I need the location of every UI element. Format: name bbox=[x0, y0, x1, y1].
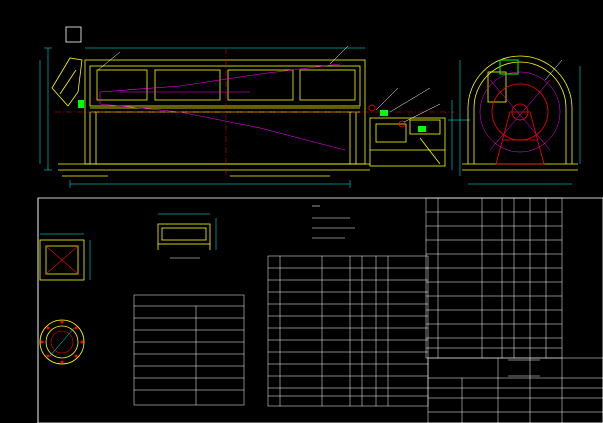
drawing-border bbox=[37, 197, 603, 423]
front-elevation bbox=[39, 45, 470, 188]
detail-a bbox=[39, 233, 91, 281]
detail-b bbox=[157, 213, 217, 259]
notes-block bbox=[312, 205, 355, 239]
side-elevation bbox=[459, 55, 581, 185]
parts-list-upper bbox=[425, 197, 563, 359]
detail-c bbox=[39, 319, 85, 365]
spec-table bbox=[133, 294, 245, 406]
parts-list-lower bbox=[267, 255, 429, 407]
title-block bbox=[427, 357, 603, 423]
title-frame-box bbox=[65, 26, 82, 43]
